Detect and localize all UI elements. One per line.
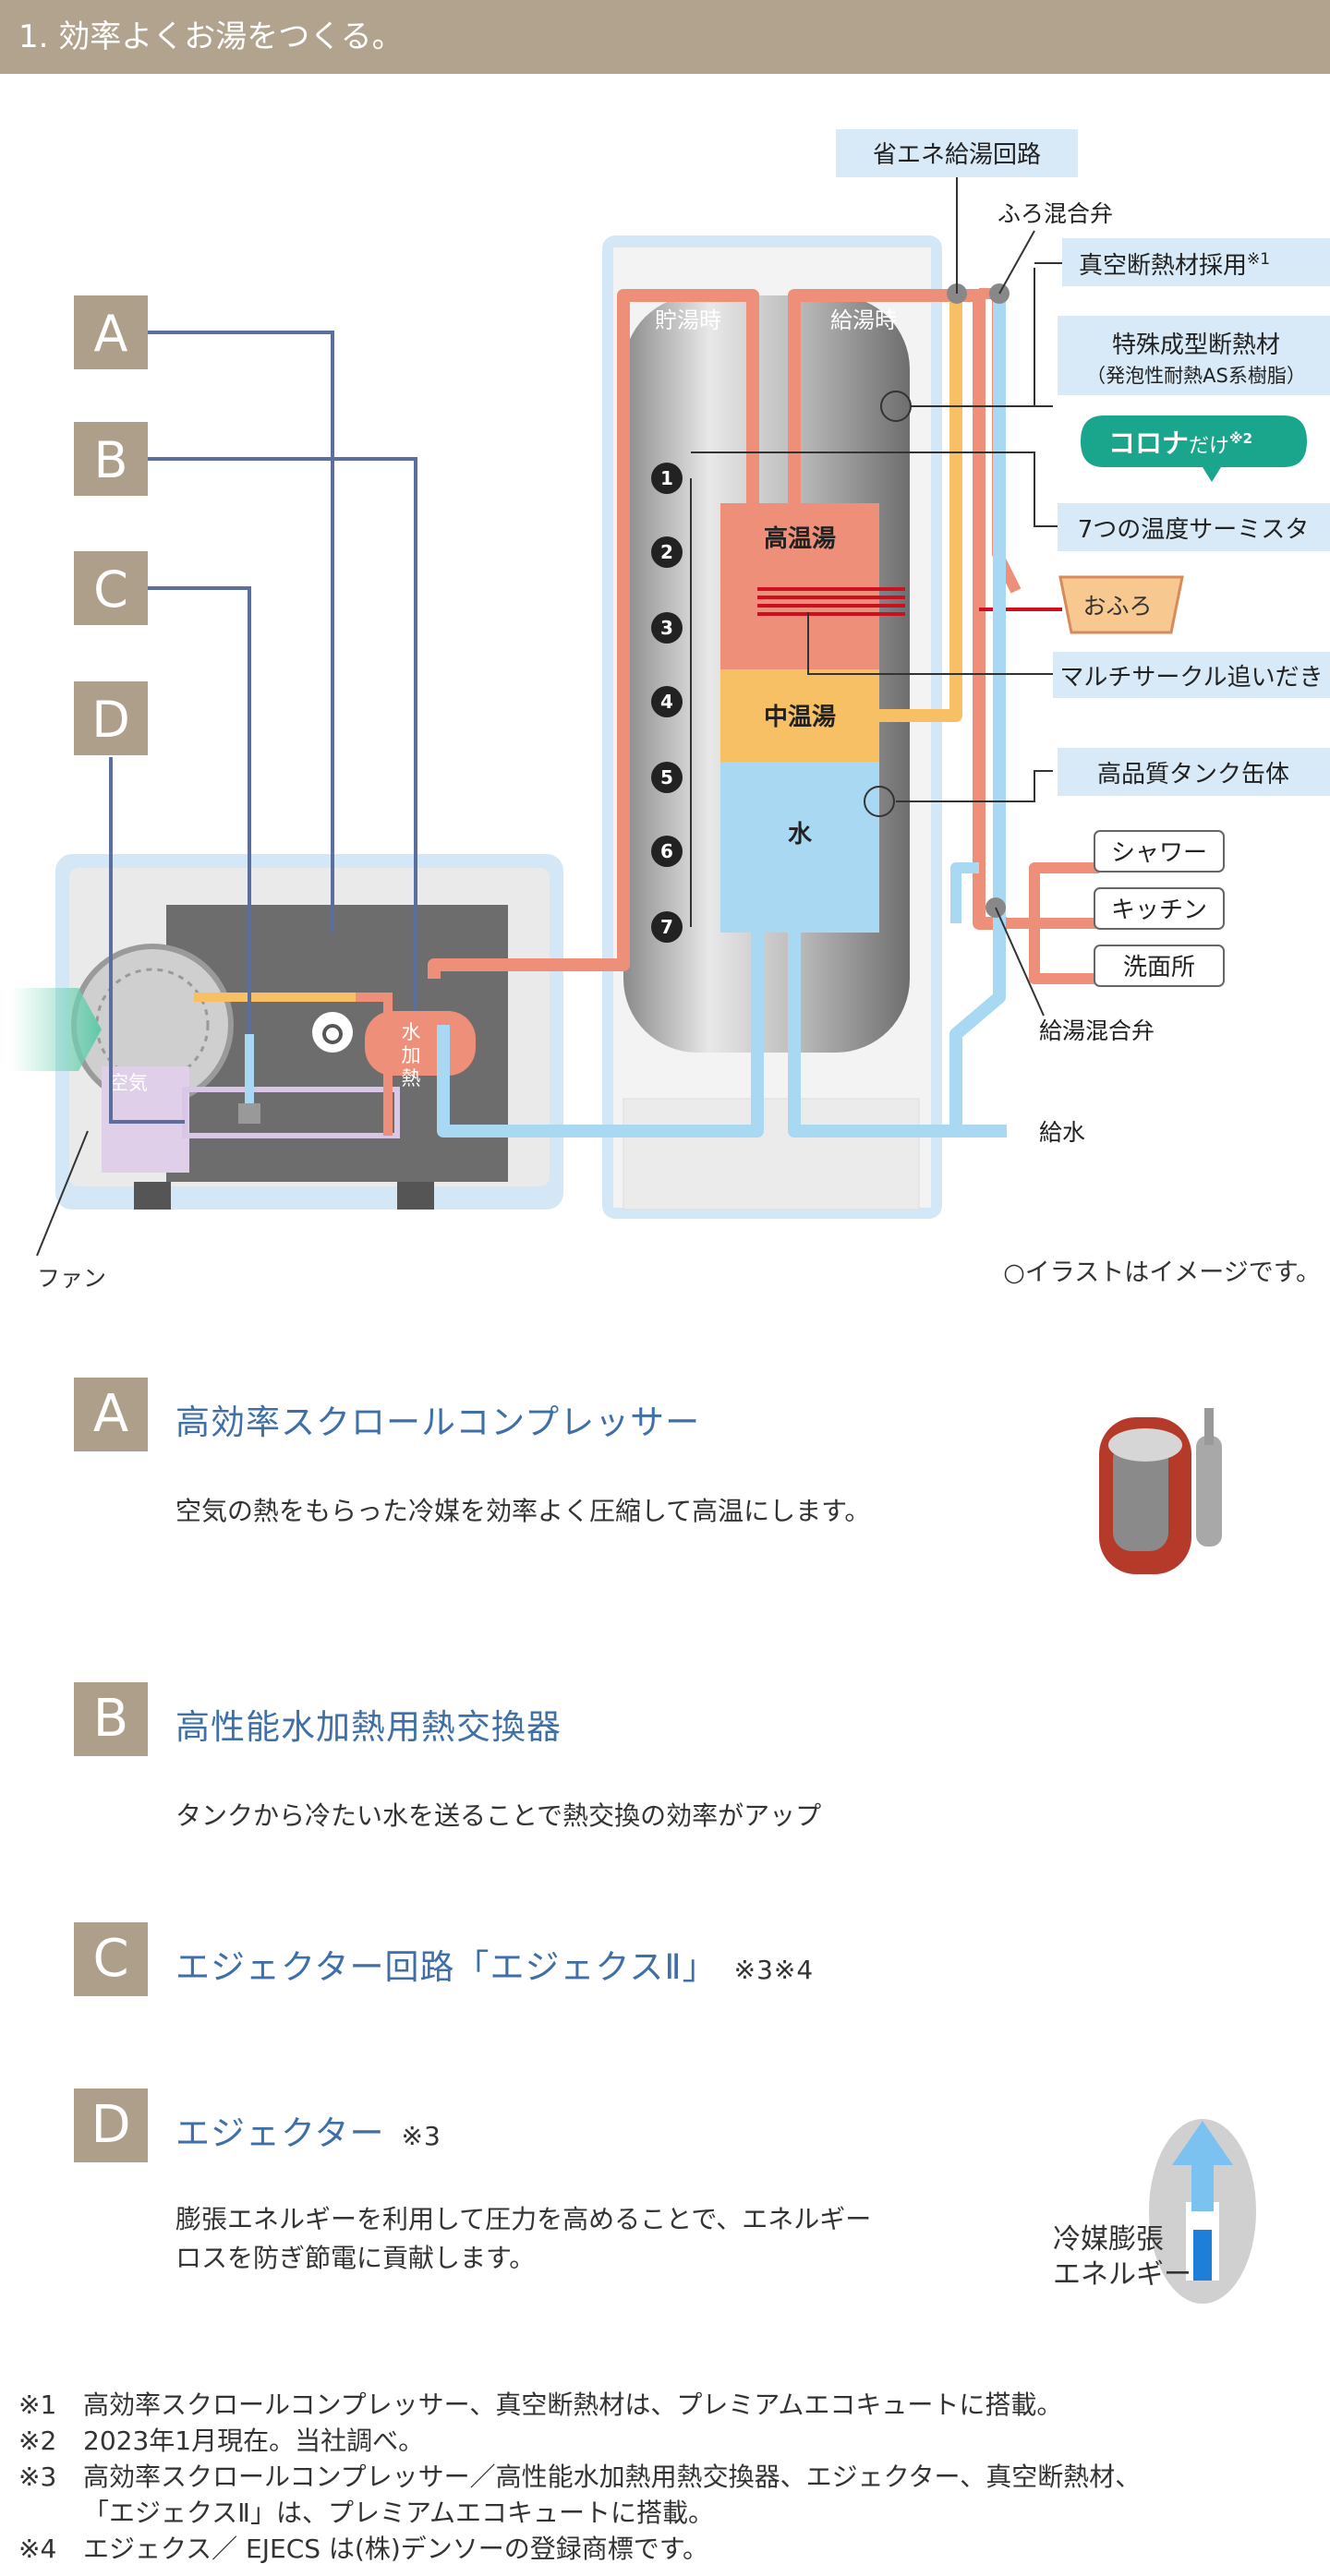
air-label: 空気 xyxy=(109,1072,148,1094)
medium-water-label: 中温湯 xyxy=(764,704,836,731)
thermistor-2: 2 xyxy=(660,541,673,563)
bath-icon xyxy=(1058,575,1184,634)
feature-b-desc: タンクから冷たい水を送ることで熱交換の効率がアップ xyxy=(175,1800,822,1831)
medium-water-layer xyxy=(720,669,879,762)
tank-quality-label: 高品質タンク缶体 xyxy=(1097,761,1289,788)
cold-water-label: 水 xyxy=(788,821,813,849)
water-supply-label: 給水 xyxy=(1039,1119,1085,1146)
mixing-valve-label: 給湯混合弁 xyxy=(1039,1017,1155,1044)
letter-b: B xyxy=(93,431,127,489)
feature-d-title: エジェクター※3 xyxy=(175,2113,441,2153)
thermistor-7: 7 xyxy=(660,916,673,938)
energy-circuit-box xyxy=(836,129,1078,177)
feature-b-letter: B xyxy=(74,1682,148,1756)
letter-box-c xyxy=(74,551,148,625)
outlet-boxes xyxy=(1094,830,1225,987)
feature-c-letter: C xyxy=(74,1922,148,1996)
tank-quality-box xyxy=(1058,748,1330,796)
bath-label: おふろ xyxy=(1082,593,1152,620)
compressor-photo xyxy=(1099,1408,1222,1574)
water-heating-label-3: 熱 xyxy=(402,1067,421,1089)
feature-a-desc: 空気の熱をもらった冷媒を効率よく圧縮して高温にします。 xyxy=(175,1496,871,1526)
feature-d-desc: 膨張エネルギーを利用して圧力を高めることで、エネルギー ロスを防ぎ節電に貢献しま… xyxy=(175,2204,872,2273)
thermistor-box xyxy=(1058,503,1330,551)
hot-water-label: 高温湯 xyxy=(764,524,836,553)
feature-d-letter: D xyxy=(74,2088,148,2162)
letter-c: C xyxy=(93,560,128,619)
hot-pipes xyxy=(428,288,1099,984)
bath-mixing-valve-label: ふろ混合弁 xyxy=(998,200,1113,227)
water-heating-label-2: 加 xyxy=(402,1044,421,1066)
kitchen-label: キッチン xyxy=(1111,897,1207,924)
storing-label: 貯湯時 xyxy=(655,307,721,333)
multicircle-box xyxy=(1053,652,1330,698)
footnote-3-continued: 「エジェクスⅡ」は、プレミアムエコキュートに搭載。 xyxy=(83,2498,714,2528)
illustration-disclaimer: ○イラストはイメージです。 xyxy=(1003,1258,1321,1287)
cold-pipes xyxy=(437,295,1007,1138)
thermistor-4: 4 xyxy=(660,691,673,713)
thermistor-1: 1 xyxy=(660,467,673,489)
component-leader-lines xyxy=(109,331,417,1124)
section-header: 1. 効率よくお湯をつくる。 xyxy=(0,0,1330,74)
system-diagram: 空気 水 加 熱 高温湯 中温湯 水 貯湯時 給湯時 xyxy=(9,129,1330,1257)
tank-quality-marker xyxy=(864,786,895,817)
letter-box-b xyxy=(74,422,148,496)
letter-d: D xyxy=(91,691,130,749)
fan-label: ファン xyxy=(37,1265,107,1292)
thermistor-5: 5 xyxy=(660,766,673,788)
feature-d-note: ※3 xyxy=(401,2121,441,2151)
insulation-marker xyxy=(880,391,912,422)
special-insulation-label: 特殊成型断熱材 xyxy=(1112,331,1280,359)
hot-water-layer xyxy=(720,503,879,669)
thermistor-3: 3 xyxy=(660,617,673,639)
feature-a-letter: A xyxy=(74,1378,148,1451)
corona-only-label: コロナだけ※2 xyxy=(1108,427,1252,459)
letter-box-d xyxy=(74,681,148,755)
feature-c-note: ※3※4 xyxy=(733,1955,815,1985)
heat-pump-unit xyxy=(9,854,563,1210)
ejector-energy-label: 冷媒膨張 エネルギー xyxy=(1053,2223,1191,2291)
letter-a: A xyxy=(94,305,128,363)
ejector-illustration xyxy=(1149,2119,1256,2304)
vacuum-insulation-label: 真空断熱材採用※1 xyxy=(1079,250,1270,280)
washroom-label: 洗面所 xyxy=(1123,954,1195,981)
thermistor-markers xyxy=(651,463,692,943)
feature-a-title: 高効率スクロールコンプレッサー xyxy=(175,1402,701,1442)
medium-pipes xyxy=(879,295,962,722)
feature-c-title: エジェクター回路「エジェクスⅡ」※3※4 xyxy=(175,1947,815,1987)
energy-saving-circuit-label: 省エネ給湯回路 xyxy=(873,141,1041,169)
special-insulation-sub: （発泡性耐熱AS系樹脂） xyxy=(1086,365,1306,387)
vacuum-insulation-box xyxy=(1062,238,1330,286)
callout-lines xyxy=(36,175,1062,1257)
feature-b-title: 高性能水加熱用熱交換器 xyxy=(175,1707,562,1747)
shower-label: シャワー xyxy=(1111,839,1207,867)
thermistor-6: 6 xyxy=(660,840,673,862)
supplying-label: 給湯時 xyxy=(830,307,897,333)
special-insulation-box xyxy=(1058,316,1330,395)
letter-box-a xyxy=(74,295,148,369)
water-heating-label-1: 水 xyxy=(402,1021,421,1043)
corona-only-badge xyxy=(1081,415,1307,482)
thermistors-label: 7つの温度サーミスタ xyxy=(1078,516,1310,544)
section-title: 1. 効率よくお湯をつくる。 xyxy=(18,18,404,55)
multicircle-label: マルチサークル追いだき xyxy=(1059,664,1323,692)
cold-water-layer xyxy=(720,762,879,933)
